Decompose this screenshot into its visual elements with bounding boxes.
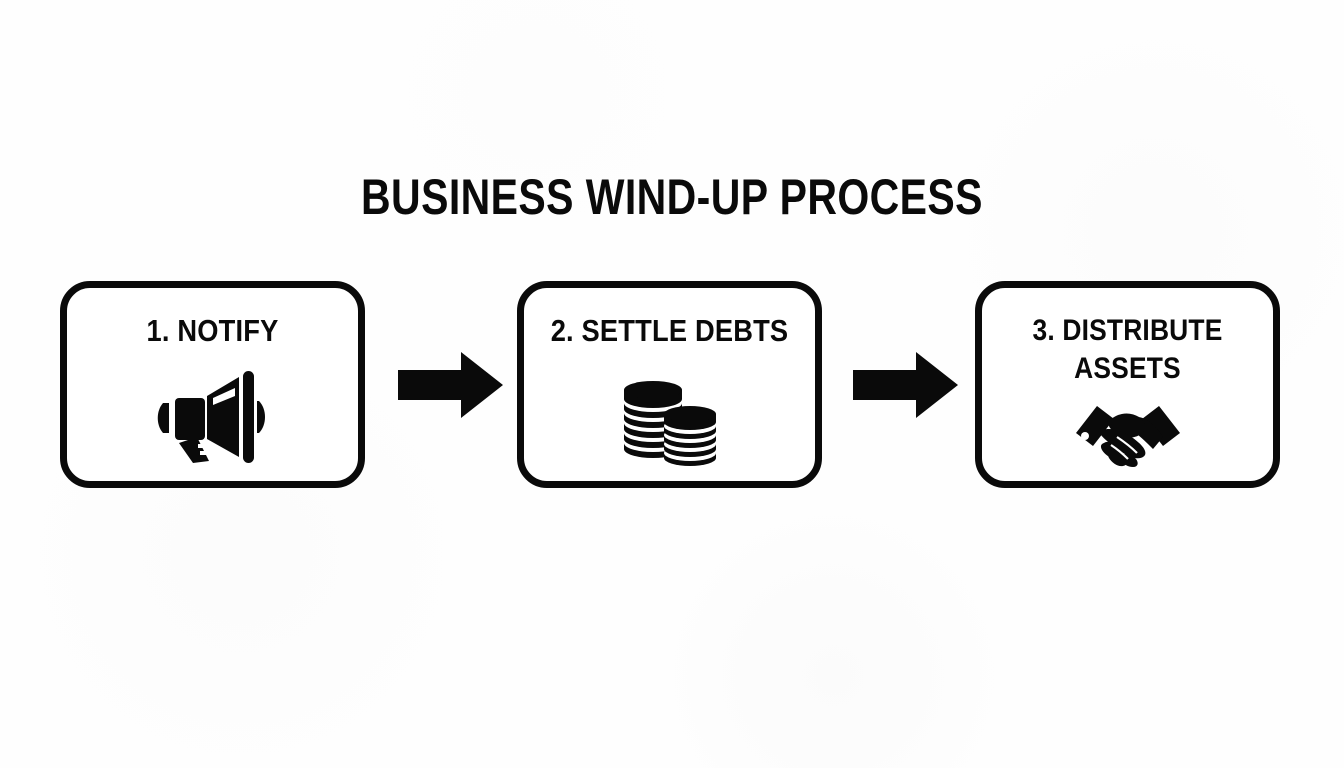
step-label-notify: 1. NOTIFY bbox=[146, 313, 279, 348]
step-label-settle-debts: 2. SETTLE DEBTS bbox=[550, 313, 789, 348]
coin-stacks-icon bbox=[623, 381, 716, 466]
step-icon-wrapper-distribute-assets bbox=[982, 392, 1273, 472]
step-icon-wrapper-settle-debts bbox=[524, 370, 815, 470]
step-box-settle-debts[interactable]: 2. SETTLE DEBTS bbox=[517, 281, 822, 488]
step-label-distribute-assets: 3. DISTRIBUTE ASSETS bbox=[1032, 314, 1223, 385]
step-box-distribute-assets[interactable]: 3. DISTRIBUTE ASSETS bbox=[975, 281, 1280, 488]
handshake-icon bbox=[1075, 406, 1180, 467]
step-box-notify[interactable]: 1. NOTIFY bbox=[60, 281, 365, 488]
arrow-right-icon-1 bbox=[398, 352, 503, 418]
arrow-right-icon-2 bbox=[853, 352, 958, 418]
megaphone-icon bbox=[157, 371, 265, 463]
step-icon-wrapper-notify bbox=[67, 364, 358, 464]
page-title: BUSINESS WIND-UP PROCESS bbox=[361, 169, 983, 225]
